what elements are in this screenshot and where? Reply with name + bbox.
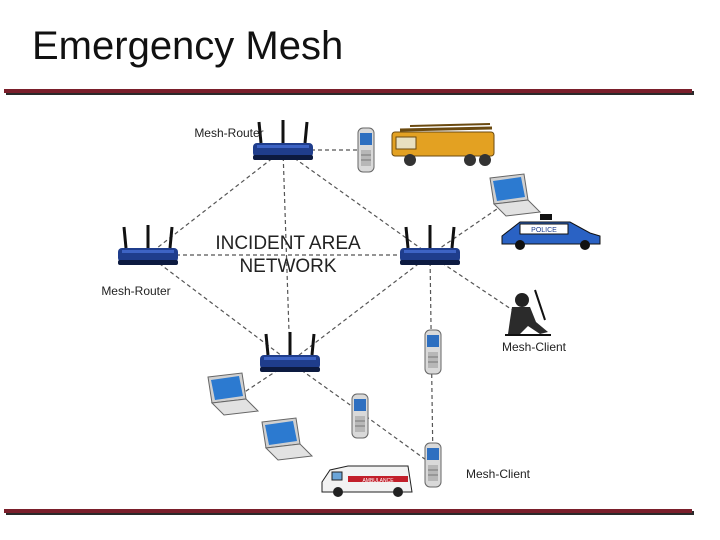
police-car-icon: POLICE — [501, 214, 601, 250]
phone-bottom-right-icon — [424, 442, 442, 488]
label-router-left: Mesh-Router — [101, 284, 170, 298]
link-right-bottom — [289, 254, 431, 363]
responder-icon — [505, 289, 551, 336]
ambulance-label: AMBULANCE — [362, 478, 394, 484]
laptop-bottom-icon — [261, 417, 313, 461]
center-label-line2: NETWORK — [239, 256, 336, 277]
phone-right-icon — [424, 329, 442, 375]
mesh-links — [147, 149, 521, 466]
ambulance-icon: AMBULANCE — [321, 465, 413, 497]
police-label: POLICE — [531, 227, 557, 234]
label-client-bottom: Mesh-Client — [466, 467, 531, 481]
phone-top-icon — [357, 127, 375, 173]
router-right-icon — [398, 223, 462, 267]
footer-divider — [4, 509, 692, 513]
fire-truck-icon — [391, 123, 495, 166]
center-label-line1: INCIDENT AREA — [215, 233, 361, 254]
link-top-bottom — [282, 149, 291, 363]
title-divider — [4, 89, 692, 93]
router-left-icon — [116, 223, 180, 267]
router-bottom-icon — [258, 330, 322, 374]
slide-title: Emergency Mesh — [32, 24, 344, 68]
laptop-right-icon — [489, 173, 541, 217]
phone-bottom-icon — [351, 393, 369, 439]
link-right-laptop — [429, 199, 511, 256]
link-phone-phone — [359, 411, 434, 466]
laptop-left-icon — [207, 372, 259, 416]
label-client-soldier: Mesh-Client — [502, 340, 567, 354]
label-router-top: Mesh-Router — [194, 126, 263, 140]
